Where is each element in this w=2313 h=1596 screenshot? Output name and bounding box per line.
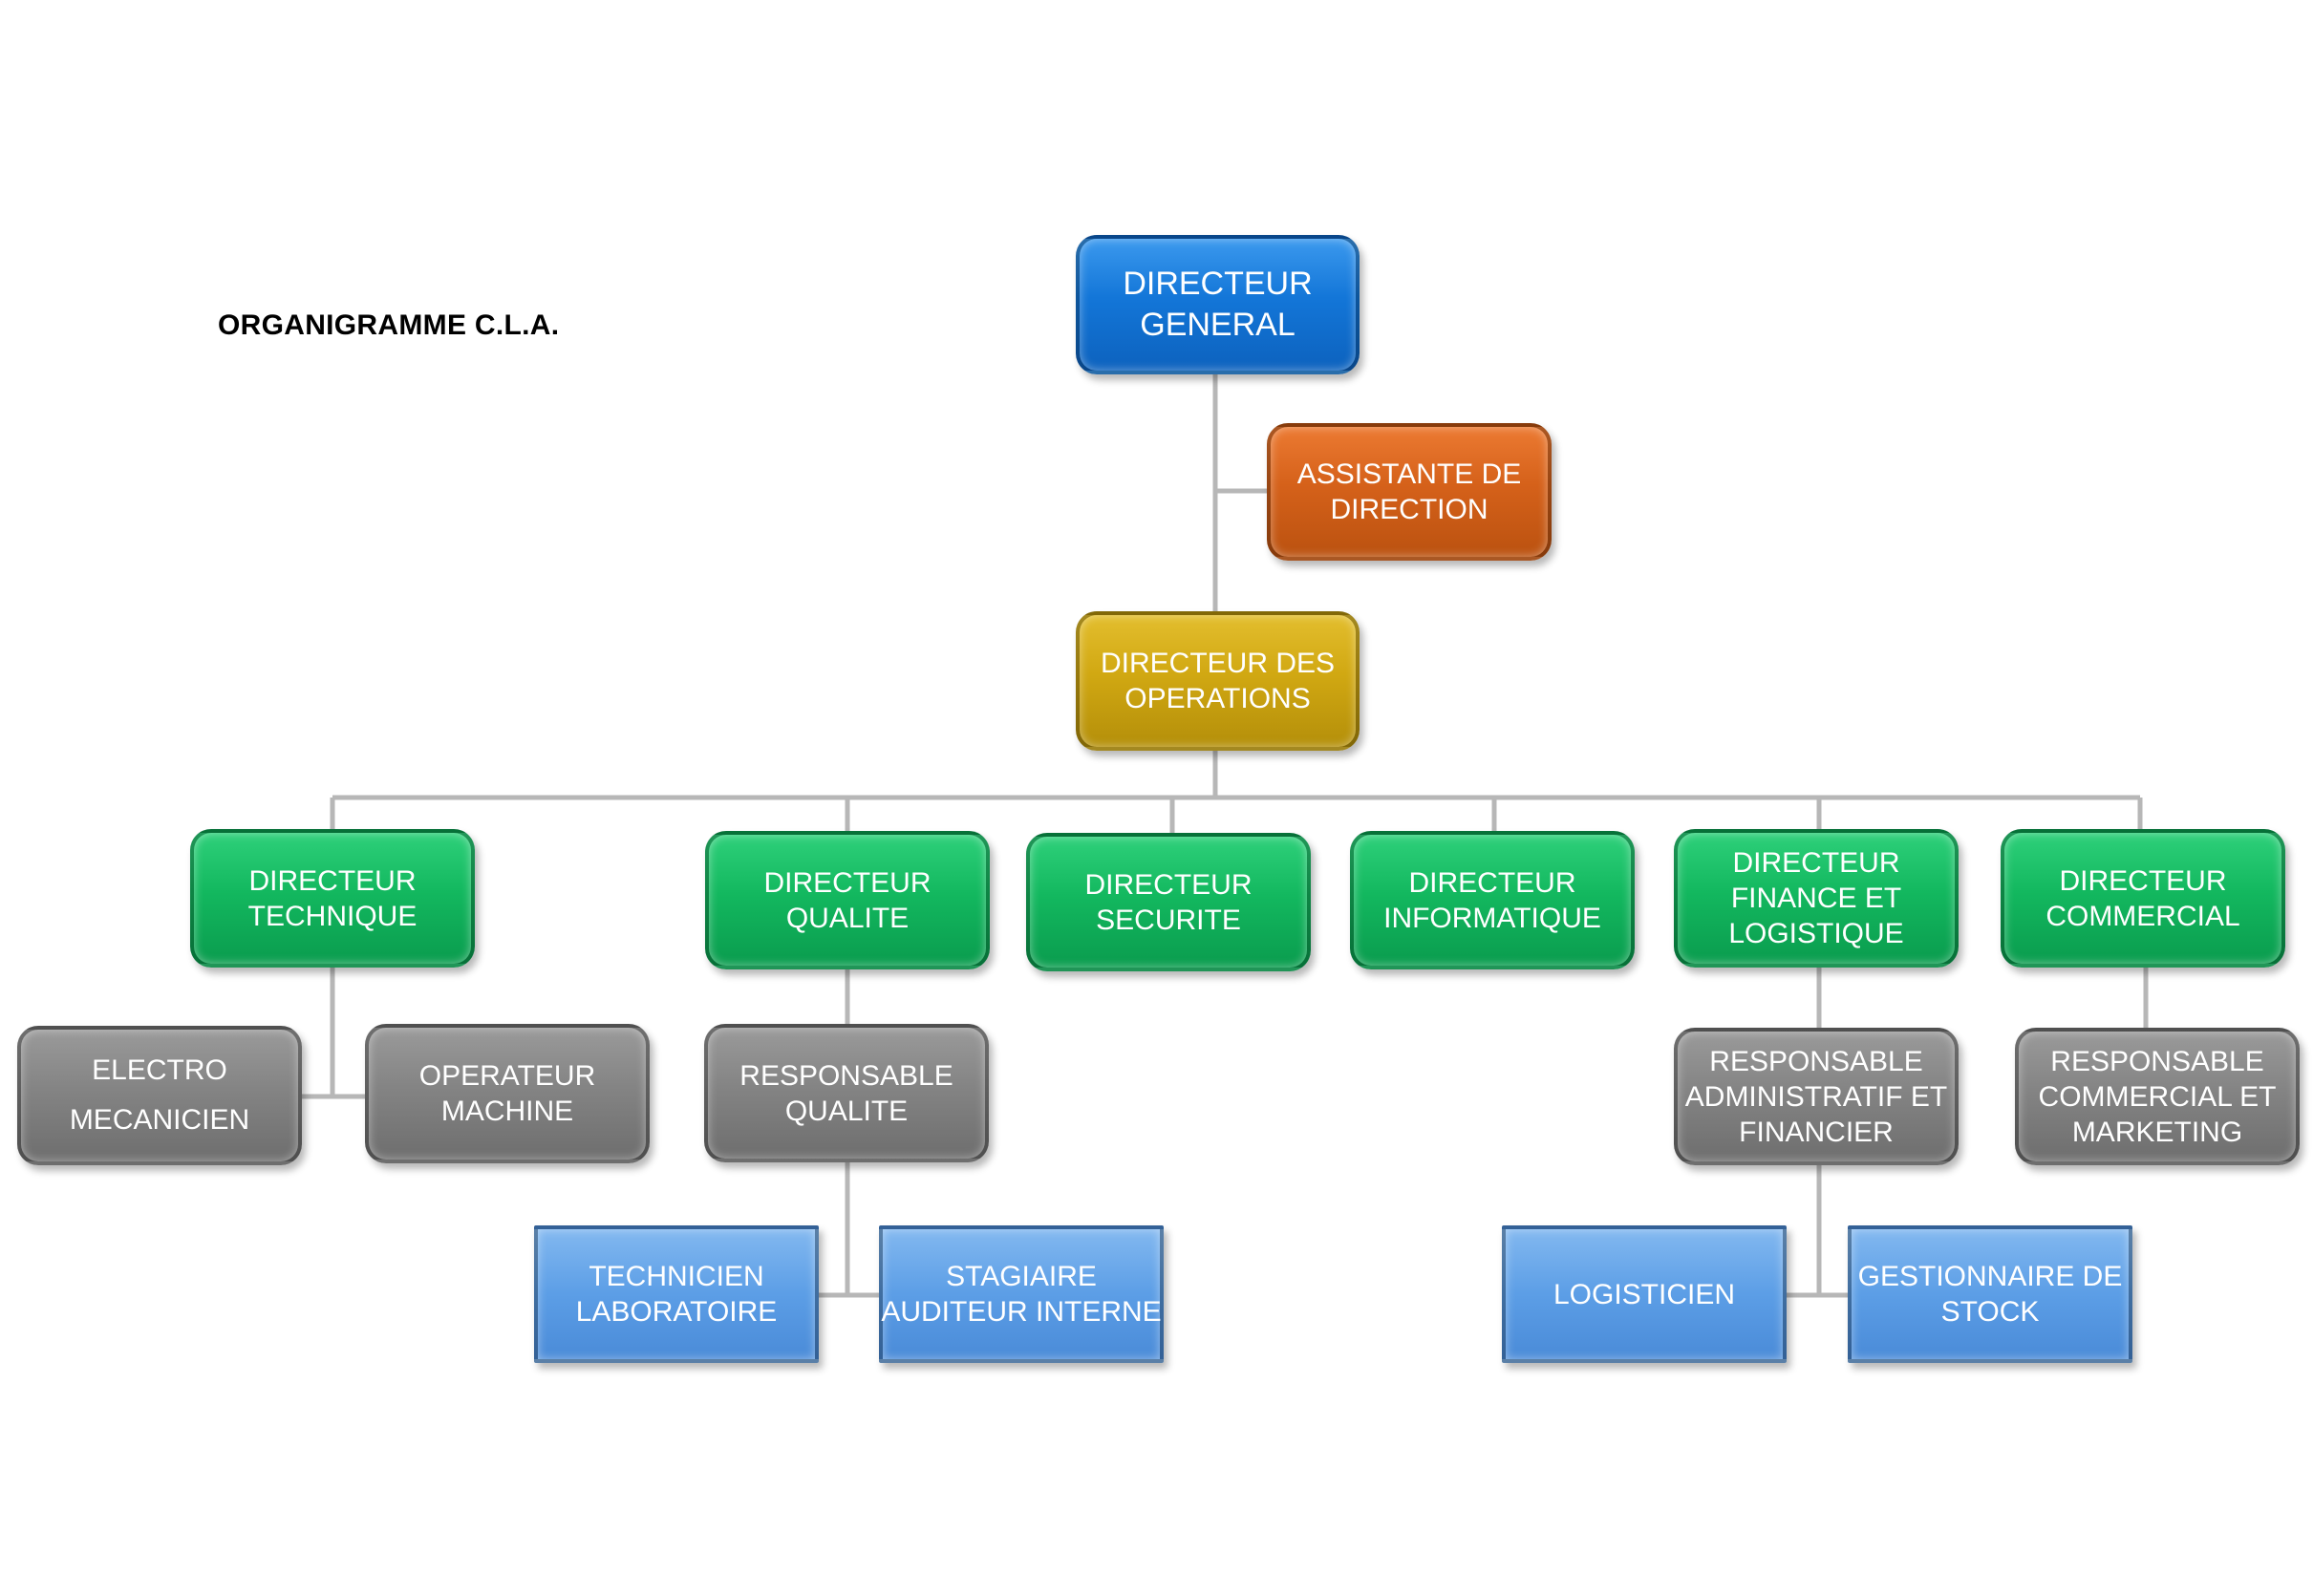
chart-title: ORGANIGRAMME C.L.A. [218,309,560,341]
connector-resp-qualite-children [819,1162,879,1298]
connector-resp-admin-children [1787,1165,1848,1298]
connector-operations-bus [332,751,2140,800]
connector-technique-children [302,968,365,1099]
node-logisticien: LOGISTICIEN [1502,1225,1787,1363]
